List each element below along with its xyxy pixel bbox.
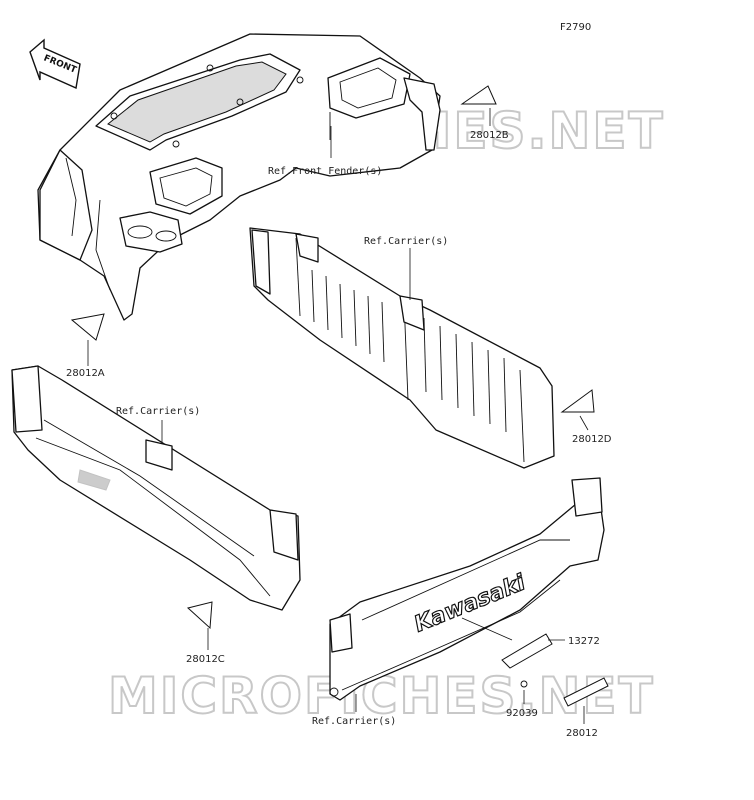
callout-28012B: 28012B <box>470 130 509 141</box>
callout-13272: 13272 <box>568 636 600 647</box>
front-dash-panel <box>37 33 441 321</box>
callout-28012: 28012 <box>566 728 598 739</box>
callout-92039: 92039 <box>506 708 538 719</box>
callout-ref-carrier-3: Ref.Carrier(s) <box>312 716 396 727</box>
decal-28012 <box>563 677 609 707</box>
part-92039-screw <box>520 680 528 688</box>
callout-28012D: 28012D <box>572 434 612 445</box>
part-13272-shape <box>501 633 553 669</box>
front-arrow-icon: FRONT <box>29 38 81 90</box>
callout-28012C: 28012C <box>186 654 225 665</box>
tailgate-panel: Kawasaki <box>329 477 605 701</box>
callout-ref-front-fender: Ref.Front Fender(s) <box>268 166 382 177</box>
callout-ref-carrier-1: Ref.Carrier(s) <box>364 236 448 247</box>
callout-28012A: 28012A <box>66 368 105 379</box>
carrier-side-panel-left <box>11 365 301 611</box>
decal-28012A <box>70 313 105 341</box>
decal-28012C <box>186 601 213 630</box>
figure-id: F2790 <box>560 22 591 33</box>
carrier-inner-panel <box>249 227 555 469</box>
decal-28012D <box>560 389 595 413</box>
decal-28012B <box>460 85 497 105</box>
callout-ref-carrier-2: Ref.Carrier(s) <box>116 406 200 417</box>
